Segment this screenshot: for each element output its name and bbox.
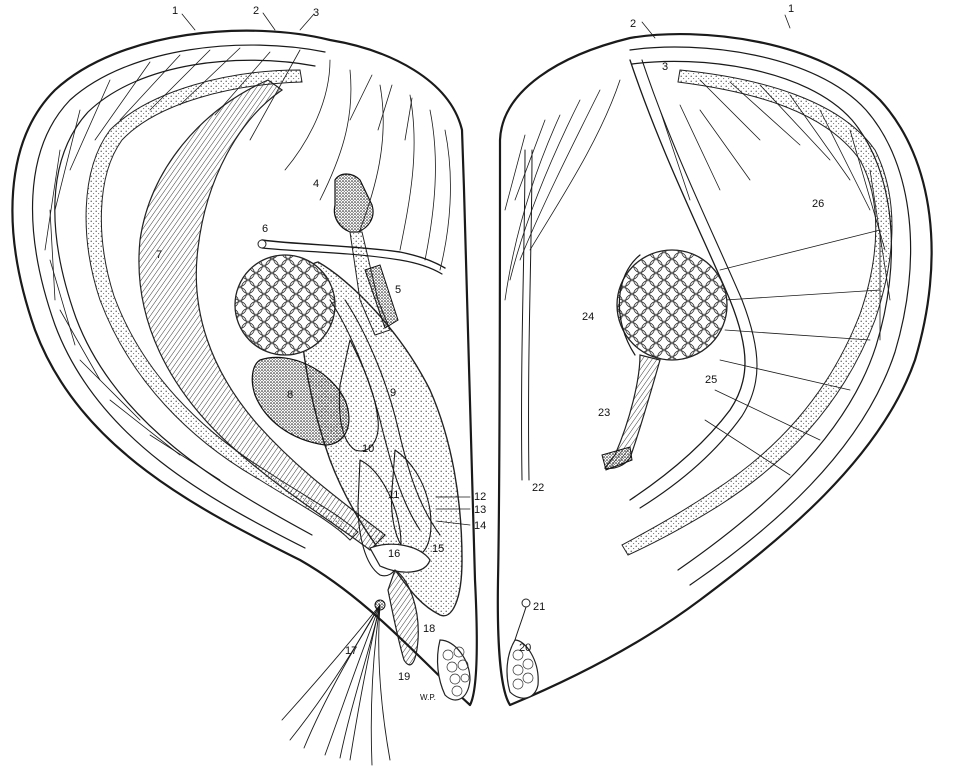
label-8: 8 (287, 389, 293, 401)
label-r2: 2 (630, 18, 636, 30)
inhalant-siphon (438, 640, 470, 700)
label-11: 11 (388, 489, 399, 501)
label-r1: 1 (788, 3, 794, 15)
right-thin-canal (522, 150, 525, 480)
label-26: 26 (812, 198, 824, 210)
label-9: 9 (390, 387, 396, 399)
label-16: 16 (388, 548, 400, 560)
label-r3: 3 (662, 61, 668, 73)
right-valve (498, 34, 932, 705)
right-small-node (522, 599, 530, 607)
label-25: 25 (705, 374, 717, 386)
label-22: 22 (532, 482, 544, 494)
label-2: 2 (253, 5, 259, 17)
label-14: 14 (474, 520, 486, 532)
foot (334, 174, 373, 232)
label-10: 10 (362, 443, 374, 455)
label-18: 18 (423, 623, 435, 635)
label-24: 24 (582, 311, 594, 323)
label-21: 21 (533, 601, 545, 613)
label-5: 5 (395, 284, 401, 296)
label-7: 7 (156, 249, 162, 261)
artist-signature: W.P. (420, 693, 436, 702)
label-3: 3 (313, 7, 319, 19)
left-valve (12, 31, 476, 765)
label-4: 4 (313, 178, 319, 190)
label-13: 13 (474, 504, 486, 516)
label-6: 6 (262, 223, 268, 235)
label-20: 20 (519, 642, 531, 654)
byssus-threads (282, 605, 390, 765)
label-17: 17 (345, 645, 357, 657)
label-1: 1 (172, 5, 178, 17)
label-19: 19 (398, 671, 410, 683)
label-12: 12 (474, 491, 486, 503)
label-23: 23 (598, 407, 610, 419)
label-15: 15 (432, 543, 444, 555)
